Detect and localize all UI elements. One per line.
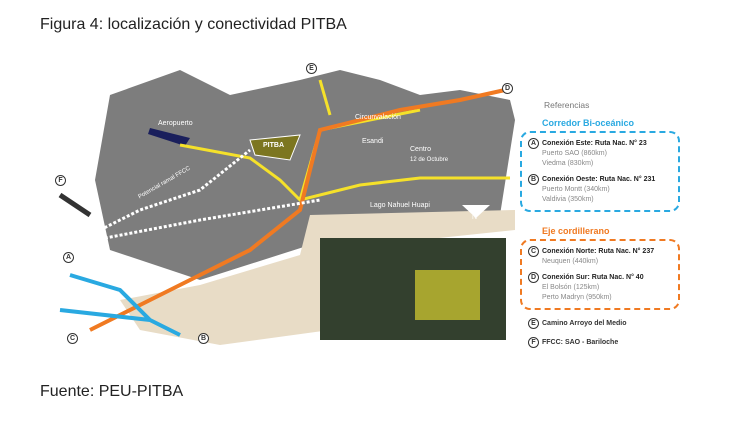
label-pitba: PITBA	[263, 142, 284, 149]
legend-label: FFCC: SAO - Bariloche	[542, 339, 619, 346]
legend-title: Referencias	[544, 100, 590, 110]
bioceanico-title: Corredor Bi-oceánico	[542, 118, 635, 128]
legend-sub: Valdivia (350km)	[542, 196, 594, 203]
figure-source: Fuente: PEU-PITBA	[40, 383, 184, 400]
figure-title: Figura 4: localización y conectividad PI…	[40, 16, 347, 33]
north-arrow-icon	[462, 205, 490, 218]
letter-e: E	[528, 318, 539, 329]
legend-head: Conexión Oeste: Ruta Nac. N° 231	[542, 176, 656, 183]
label-centro: Centro	[410, 146, 432, 153]
marker-d: D	[502, 83, 513, 94]
label-circunvalacion: Circunvalación	[355, 114, 401, 121]
legend-head: Conexión Sur: Ruta Nac. N° 40	[542, 274, 644, 281]
letter-c: C	[528, 246, 539, 257]
legend-sub: Perto Madryn (950km)	[542, 294, 612, 301]
label-lago: Lago Nahuel Huapi	[370, 202, 430, 209]
pitba-area	[249, 134, 301, 161]
marker-f: F	[55, 175, 66, 186]
label-airport: Aeropuerto	[158, 120, 193, 127]
marker-b: B	[198, 333, 209, 344]
letter-a: A	[528, 138, 539, 149]
legend-sub: Viedma (830km)	[542, 160, 594, 167]
label-12-octubre: 12 de Octubre	[410, 157, 449, 163]
legend-label: Camino Arroyo del Medio	[542, 320, 627, 327]
orange-route	[89, 88, 506, 332]
legend-sub: El Bolsón (125km)	[542, 284, 600, 291]
blue-route	[59, 273, 181, 337]
legend-head: Conexión Este: Ruta Nac. N° 23	[542, 140, 647, 147]
terrain	[95, 70, 515, 280]
legend-sub: Puerto SAO (860km)	[542, 150, 607, 157]
inset-highlight	[415, 270, 480, 320]
legend-sub: Puerto Montt (340km)	[542, 186, 610, 193]
legend-head: Conexión Norte: Ruta Nac. N° 237	[542, 248, 655, 255]
marker-e: E	[306, 63, 317, 74]
letter-d: D	[528, 272, 539, 283]
letter-b: B	[528, 174, 539, 185]
railway	[94, 148, 321, 242]
f-arrow	[58, 192, 92, 218]
airport-runway	[148, 128, 190, 146]
cordillerano-title: Eje cordillerano	[542, 226, 610, 236]
marker-c: C	[67, 333, 78, 344]
marker-a: A	[63, 252, 74, 263]
label-esandi: Esandi	[362, 138, 384, 145]
legend-sub: Neuquen (440km)	[542, 258, 599, 265]
letter-f: F	[528, 337, 539, 348]
label-north: N	[472, 214, 478, 221]
